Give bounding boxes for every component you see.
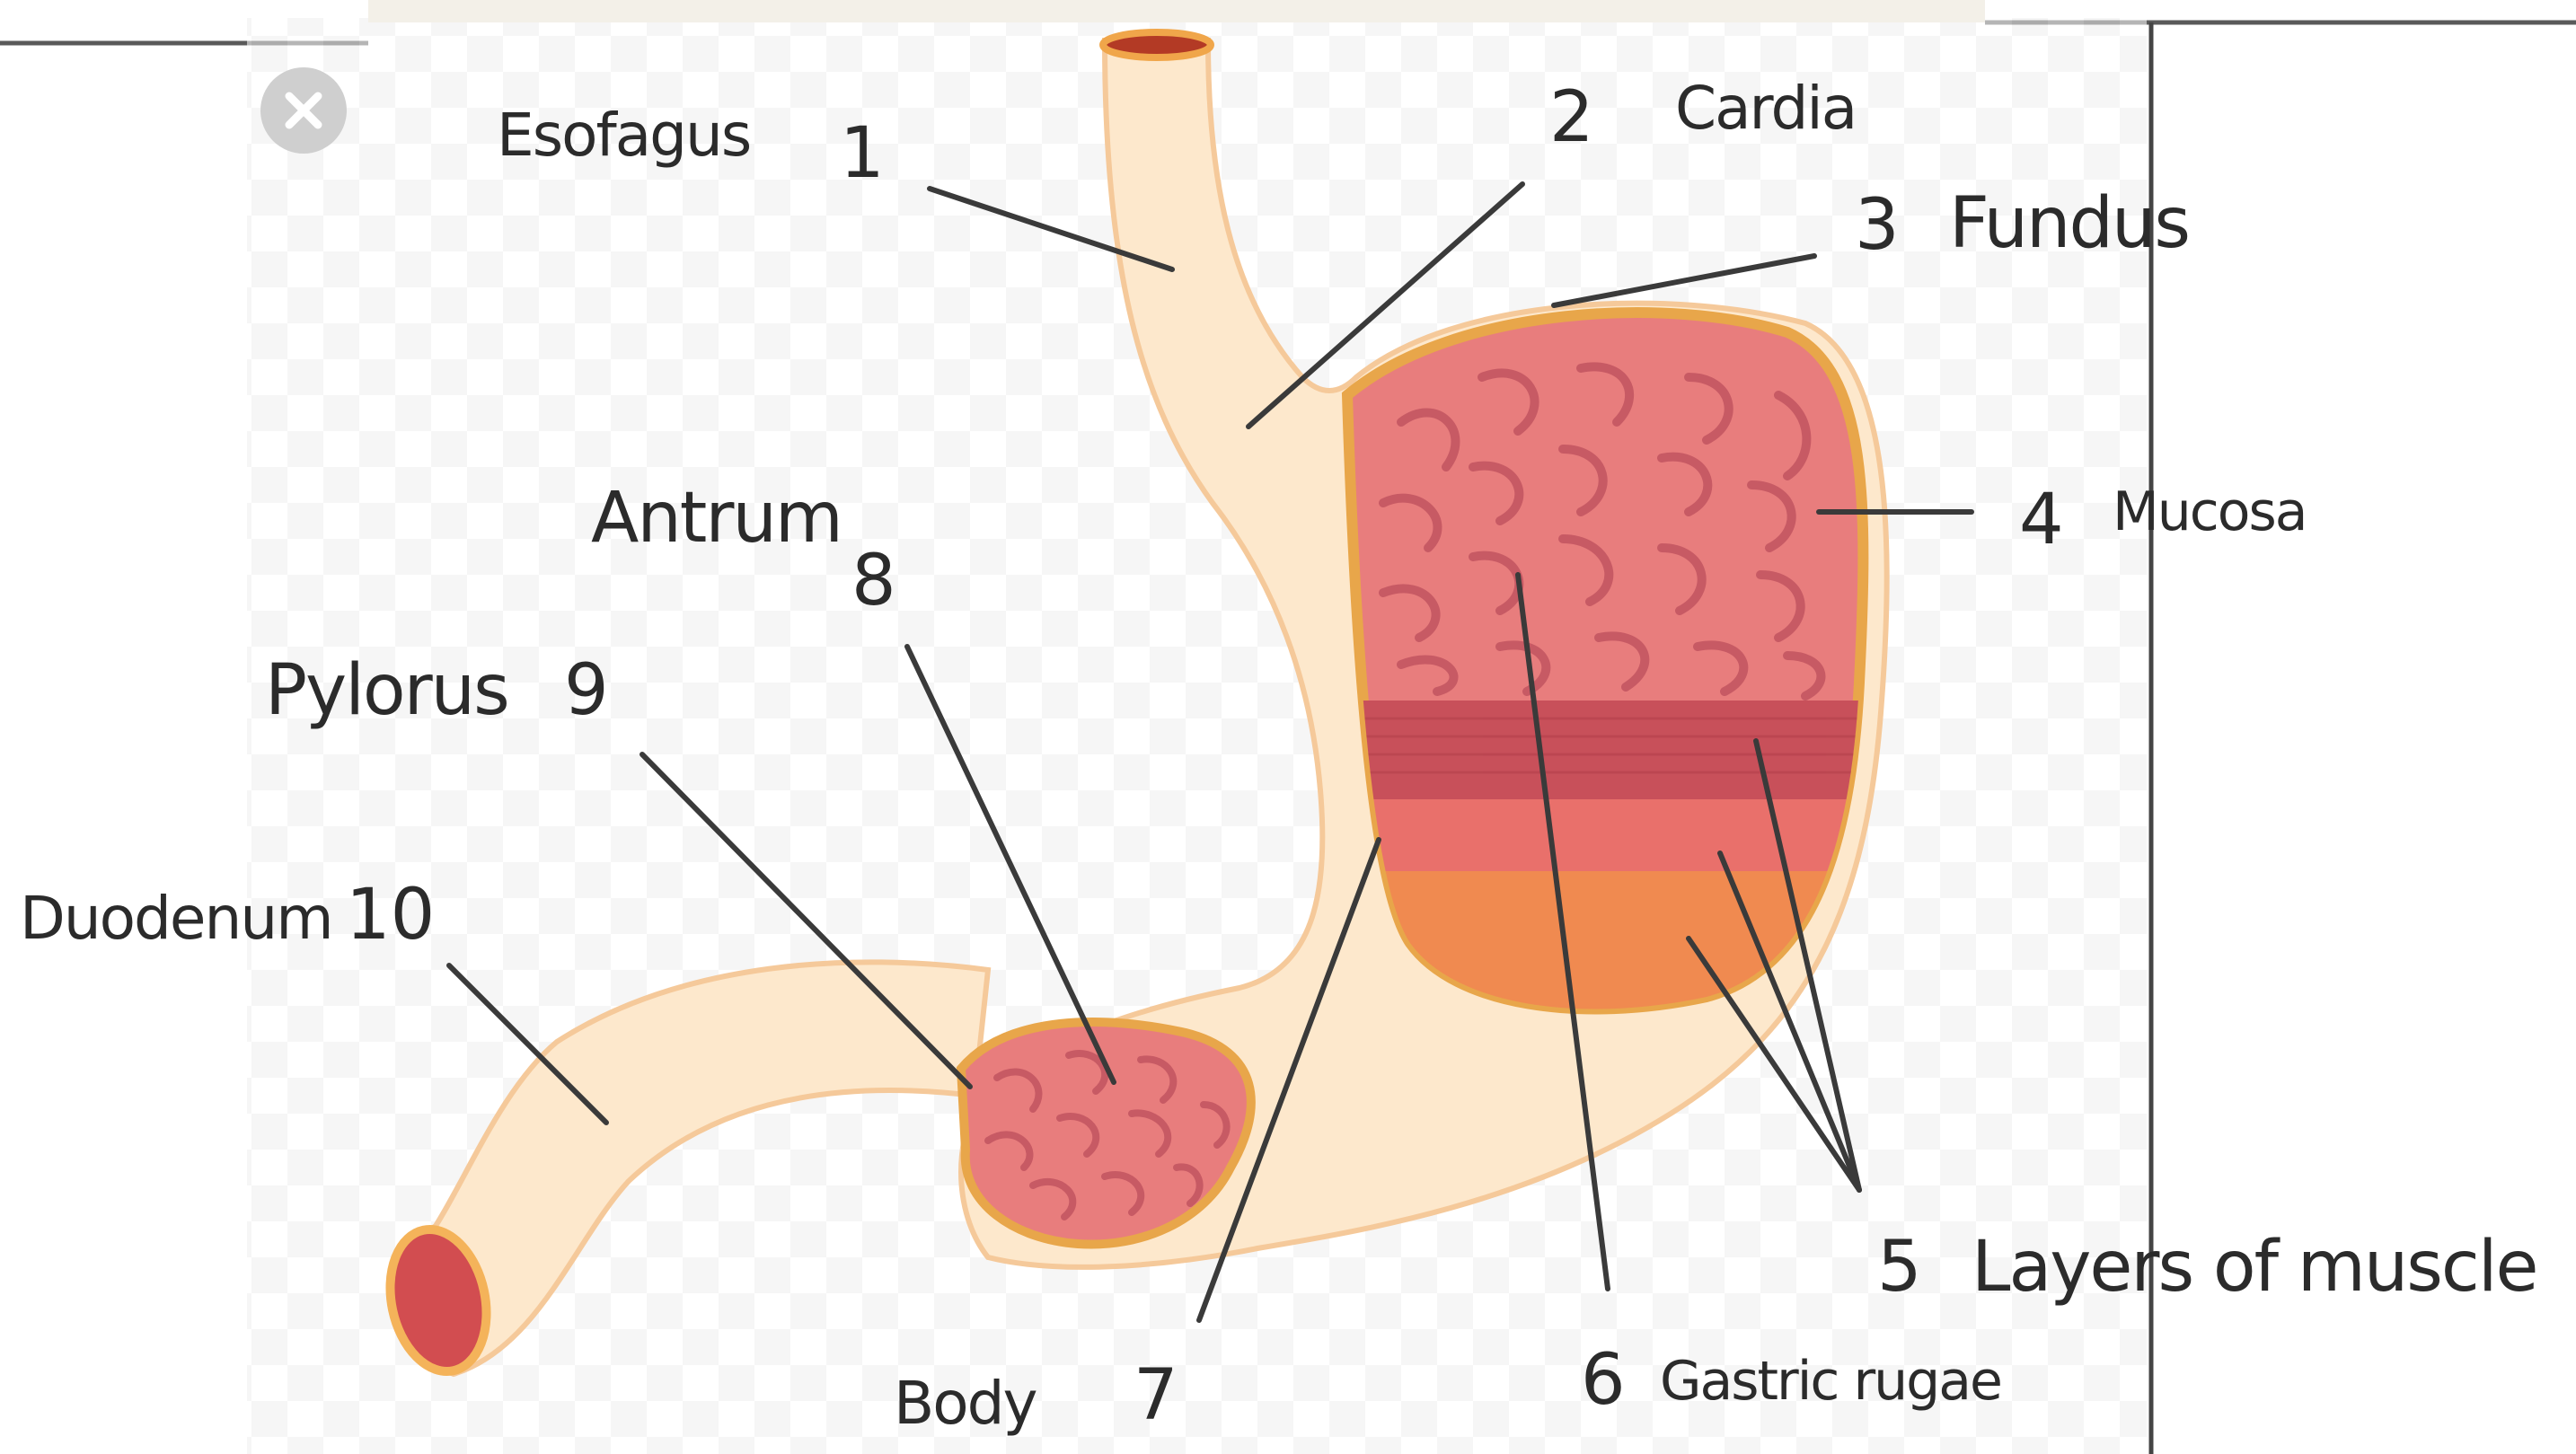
label-number-5: 5 <box>1877 1232 1922 1302</box>
close-icon <box>260 67 347 154</box>
label-cardia: Cardia <box>1675 79 1856 138</box>
close-button[interactable] <box>260 67 347 154</box>
label-number-4: 4 <box>2019 485 2064 555</box>
label-number-3: 3 <box>1855 190 1900 260</box>
label-pylorus: Pylorus <box>265 656 508 726</box>
label-number-1: 1 <box>840 119 885 189</box>
label-number-9: 9 <box>564 656 609 726</box>
label-number-10: 10 <box>346 880 435 950</box>
label-number-8: 8 <box>851 546 896 616</box>
label-number-7: 7 <box>1134 1361 1178 1431</box>
label-antrum: Antrum <box>591 483 842 553</box>
label-number-2: 2 <box>1549 83 1594 153</box>
label-number-6: 6 <box>1581 1345 1626 1415</box>
label-gastric-rugae: Gastric rugae <box>1660 1354 2001 1408</box>
label-duodenum: Duodenum <box>20 889 331 948</box>
top-bar <box>368 0 1985 22</box>
label-fundus: Fundus <box>1949 189 2189 259</box>
label-body: Body <box>894 1374 1037 1433</box>
label-layers-of-muscle: Layers of muscle <box>1972 1232 2536 1302</box>
label-esofagus: Esofagus <box>497 106 750 165</box>
label-mucosa: Mucosa <box>2113 485 2307 539</box>
